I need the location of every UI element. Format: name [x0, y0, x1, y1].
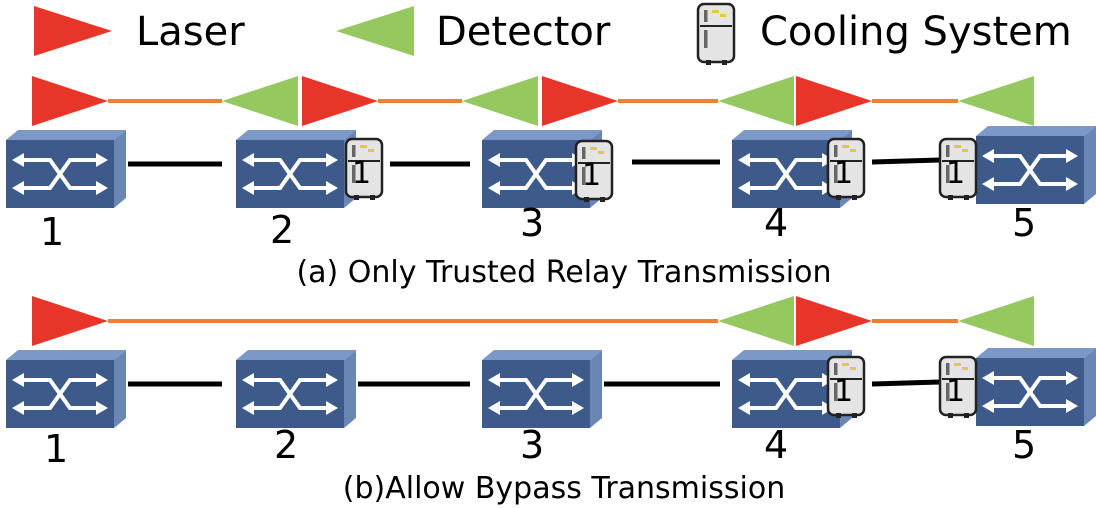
- switch-node: [974, 346, 1096, 428]
- node-number: 5: [1012, 201, 1036, 245]
- link-line: [871, 157, 941, 165]
- switch-node: [234, 128, 358, 210]
- cooling-system: 1: [826, 355, 866, 420]
- laser-icon: [542, 76, 618, 126]
- switch-node: [480, 348, 604, 430]
- laser-legend-label: Laser: [136, 9, 245, 55]
- cooling-system-count: 1: [352, 156, 371, 191]
- switch-node: [234, 348, 358, 430]
- panel-a-caption: (a) Only Trusted Relay Transmission: [296, 255, 831, 290]
- node-number: 3: [520, 201, 544, 245]
- laser-legend-icon: [34, 6, 112, 56]
- node-number: 5: [1012, 423, 1036, 467]
- cooling-system-count: 1: [834, 374, 853, 409]
- detector-icon: [958, 296, 1034, 346]
- cooling-system-legend-icon: [696, 2, 736, 67]
- cooling-system-legend-label: Cooling System: [760, 9, 1072, 55]
- detector-legend-label: Detector: [436, 9, 611, 55]
- node-number: 4: [764, 423, 788, 467]
- laser-icon: [796, 76, 872, 126]
- node-number: 1: [44, 427, 68, 471]
- panel-b: 1 1 1 2 3 4 5 (b)Allow Bypass Transmissi…: [4, 296, 1096, 506]
- cooling-system: 1: [826, 137, 866, 202]
- laser-icon: [302, 76, 378, 126]
- cooling-system: 1: [938, 355, 978, 420]
- cooling-system-count: 1: [834, 156, 853, 191]
- link-line: [871, 379, 941, 387]
- laser-icon: [32, 76, 108, 126]
- node-number: 2: [270, 208, 294, 252]
- cooling-system-count: 1: [946, 156, 965, 191]
- cooling-system-count: 1: [946, 374, 965, 409]
- node-number: 1: [40, 210, 64, 254]
- panel-b-caption: (b)Allow Bypass Transmission: [343, 471, 785, 506]
- laser-icon: [32, 296, 108, 346]
- switch-node: [4, 348, 128, 430]
- switch-node: [4, 128, 128, 210]
- detector-icon: [718, 296, 794, 346]
- node-number: 3: [520, 423, 544, 467]
- cooling-system: 1: [344, 137, 384, 202]
- detector-icon: [222, 76, 298, 126]
- detector-icon: [462, 76, 538, 126]
- detector-icon: [718, 76, 794, 126]
- node-number: 2: [274, 423, 298, 467]
- cooling-system: 1: [574, 139, 614, 204]
- panel-a: 1 1 1 1 1 2 3 4 5 (a) Only Trusted Relay…: [4, 76, 1096, 290]
- node-number: 4: [764, 201, 788, 245]
- cooling-system-count: 1: [582, 158, 601, 193]
- detector-icon: [958, 76, 1034, 126]
- legend: Laser Detector Cooling System: [34, 2, 1072, 67]
- cooling-system: 1: [938, 137, 978, 202]
- switch-node: [974, 124, 1096, 206]
- laser-icon: [796, 296, 872, 346]
- detector-legend-icon: [336, 6, 414, 56]
